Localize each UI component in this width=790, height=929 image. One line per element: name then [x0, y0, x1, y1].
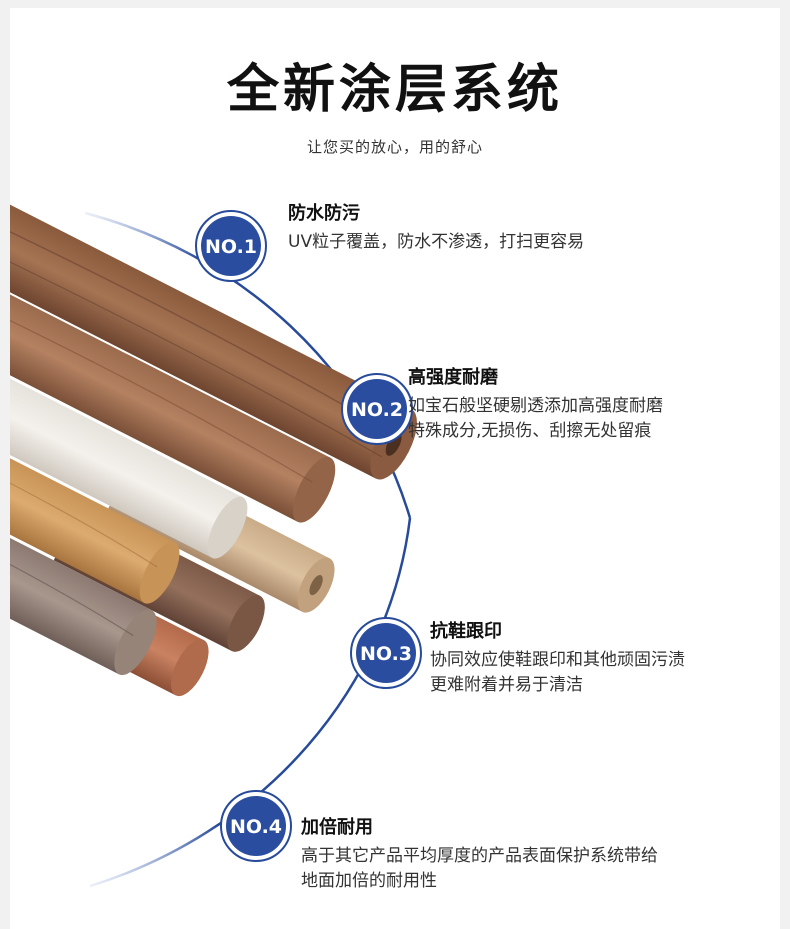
roll-dark-oak	[10, 195, 412, 479]
wood-rolls	[10, 195, 417, 697]
feature-desc-line: 特殊成分,无损伤、刮擦无处留痕	[408, 421, 652, 441]
badge-label: NO.1	[205, 236, 257, 258]
feature-title: 加倍耐用	[301, 817, 373, 838]
badge-label: NO.3	[360, 643, 412, 665]
feature-desc-line: 更难附着并易于清洁	[430, 675, 583, 695]
badge-no4: NO.4	[220, 790, 292, 862]
badge-no1: NO.1	[195, 210, 267, 282]
roll-grey-oak	[10, 460, 152, 675]
feature-desc-line: 地面加倍的耐用性	[301, 871, 437, 891]
product-illustration: NO.1 NO.2 NO.3 NO.4	[10, 195, 422, 888]
feature-desc-line: 协同效应使鞋跟印和其他顽固污渍	[430, 650, 685, 670]
feature-desc: UV粒子覆盖，防水不渗透，打扫更容易	[288, 230, 584, 255]
feature-desc-line: 高于其它产品平均厚度的产品表面保护系统带给	[301, 846, 658, 866]
page-title: 全新涂层系统	[226, 60, 563, 120]
feature-title: 抗鞋跟印	[430, 621, 502, 642]
feature-card: 全新涂层系统 让您买的放心，用的舒心	[10, 8, 780, 929]
roll-white-wash	[10, 333, 243, 558]
feature-desc: 如宝石般坚硬剔透添加高强度耐磨 特殊成分,无损伤、刮擦无处留痕	[408, 394, 663, 444]
feature-2: 高强度耐磨 如宝石般坚硬剔透添加高强度耐磨 特殊成分,无损伤、刮擦无处留痕	[408, 366, 663, 444]
feature-desc: 高于其它产品平均厚度的产品表面保护系统带给 地面加倍的耐用性	[301, 844, 658, 894]
feature-title: 防水防污	[288, 203, 360, 224]
badge-no2: NO.2	[341, 373, 413, 445]
badge-no3: NO.3	[350, 617, 422, 689]
feature-4: 加倍耐用 高于其它产品平均厚度的产品表面保护系统带给 地面加倍的耐用性	[301, 816, 658, 894]
feature-3: 抗鞋跟印 协同效应使鞋跟印和其他顽固污渍 更难附着并易于清洁	[430, 620, 685, 698]
page-subtitle: 让您买的放心，用的舒心	[306, 138, 483, 156]
feature-desc-line: 如宝石般坚硬剔透添加高强度耐磨	[408, 396, 663, 416]
feature-title: 高强度耐磨	[408, 367, 498, 388]
feature-desc: 协同效应使鞋跟印和其他顽固污渍 更难附着并易于清洁	[430, 648, 685, 698]
feature-desc-line: UV粒子覆盖，防水不渗透，打扫更容易	[288, 232, 585, 252]
badge-label: NO.4	[230, 816, 282, 838]
roll-medium-oak	[10, 267, 331, 522]
roll-honey-oak	[10, 397, 176, 604]
badge-label: NO.2	[351, 399, 403, 421]
arc-lower	[89, 517, 412, 888]
feature-1: 防水防污 UV粒子覆盖，防水不渗透，打扫更容易	[288, 202, 584, 255]
